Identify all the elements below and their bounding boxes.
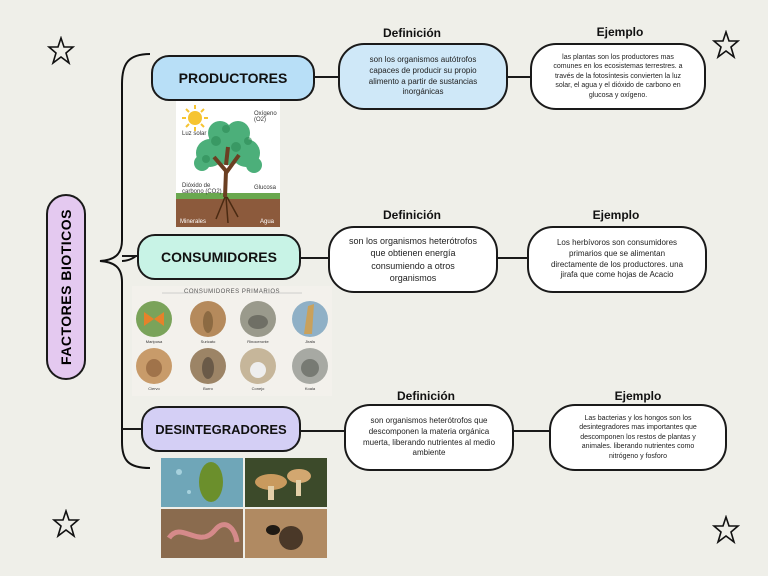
star-icon	[712, 515, 740, 545]
desintegradores-definicion-header: Definición	[396, 389, 455, 403]
consumidores-ejemplo: Los herbívoros son consumidores primario…	[527, 226, 707, 293]
main-title-text: FACTORES BIOTICOS	[58, 208, 74, 366]
label-agua: Agua	[260, 219, 275, 225]
animal-label: Jirafa	[305, 339, 315, 344]
desintegradores-ejemplo-header: Ejemplo	[614, 389, 662, 403]
productores-label: PRODUCTORES	[151, 55, 315, 101]
desintegradores-ejemplo-text: Las bacterias y los hongos son los desin…	[579, 414, 697, 460]
productores-ejemplo-header: Ejemplo	[596, 25, 644, 39]
label-oxigeno: Oxígeno (O2)	[254, 111, 277, 123]
star-icon	[712, 30, 740, 60]
productores-definicion-header: Definición	[382, 26, 441, 40]
productores-definicion-text: son los organismos autótrofos capaces de…	[368, 54, 478, 97]
animal-label: Koala	[304, 386, 316, 391]
consumidores-definicion-header: Definición	[382, 208, 441, 222]
consumidores-definicion: son los organismos heterótrofos que obti…	[328, 226, 498, 293]
sun-icon	[182, 105, 208, 131]
productores-ejemplo-text: las plantas son los productores mas comu…	[553, 53, 683, 99]
animal-label: Suricato	[200, 339, 216, 344]
animal-label: Mariposa	[145, 339, 163, 344]
star-icon	[52, 509, 80, 539]
animal-label: Ciervo	[148, 386, 160, 391]
desintegradores-ejemplo: Las bacterias y los hongos son los desin…	[549, 404, 727, 471]
animal-label: Rinoceronte	[247, 339, 269, 344]
productores-image: Oxígeno (O2) Luz solar Dióxido de carbon…	[176, 101, 280, 227]
main-title: FACTORES BIOTICOS	[46, 194, 86, 380]
animal-label: Burro	[203, 386, 213, 391]
desintegradores-definicion: son organismos heterótrofos que descompo…	[344, 404, 514, 471]
consumidores-ejemplo-text: Los herbívoros son consumidores primario…	[550, 237, 684, 280]
consumidores-ejemplo-header: Ejemplo	[592, 208, 640, 222]
consumidores-definicion-text: son los organismos heterótrofos que obti…	[348, 236, 478, 283]
label-luz-solar: Luz solar	[182, 131, 207, 137]
label-minerales: Minerales	[180, 219, 207, 225]
desintegradores-label-text: DESINTEGRADORES	[155, 421, 287, 437]
consumidores-image-title: CONSUMIDORES PRIMARIOS	[183, 289, 280, 295]
label-co2: Dióxido de carbono (CO2)	[182, 183, 222, 195]
productores-label-text: PRODUCTORES	[178, 70, 288, 86]
desintegradores-label: DESINTEGRADORES	[141, 406, 301, 452]
label-glucosa: Glucosa	[254, 185, 277, 191]
productores-ejemplo: las plantas son los productores mas comu…	[530, 43, 706, 110]
consumidores-label: CONSUMIDORES	[137, 234, 301, 280]
consumidores-label-text: CONSUMIDORES	[161, 249, 277, 265]
desintegradores-definicion-text: son organismos heterótrofos que descompo…	[362, 415, 496, 458]
consumidores-image: CONSUMIDORES PRIMARIOS Mariposa Suricato…	[132, 286, 332, 396]
desintegradores-image	[161, 458, 327, 558]
animal-label: Conejo	[251, 386, 265, 391]
productores-definicion: son los organismos autótrofos capaces de…	[338, 43, 508, 110]
star-icon	[47, 36, 75, 66]
